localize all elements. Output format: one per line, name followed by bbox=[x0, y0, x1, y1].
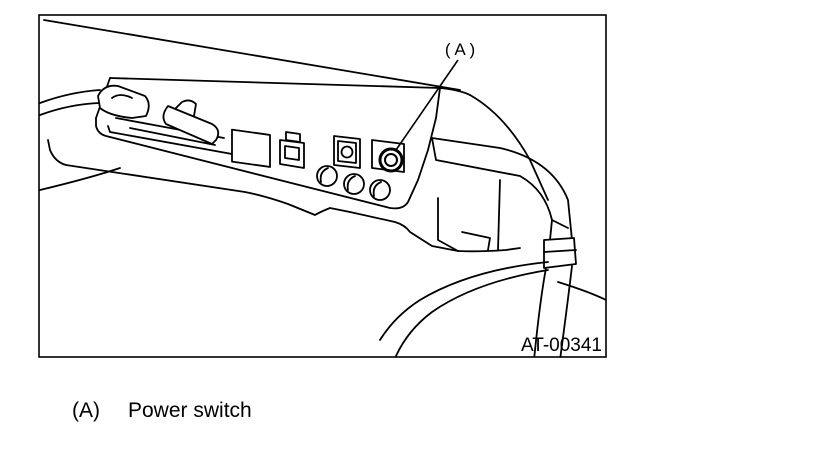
connector-lever bbox=[162, 99, 220, 145]
modular-jack bbox=[279, 131, 305, 169]
legend-key: (A) bbox=[72, 399, 100, 422]
mounting-strap bbox=[431, 137, 573, 241]
rectangular-port bbox=[231, 128, 271, 168]
power-switch bbox=[371, 139, 405, 173]
figure-code: AT-00341 bbox=[521, 335, 602, 356]
floor-line bbox=[557, 281, 606, 301]
control-unit-housing bbox=[47, 77, 549, 253]
legend-text: Power switch bbox=[128, 399, 252, 422]
callout-a: ( A ) bbox=[395, 40, 475, 151]
round-jacks bbox=[316, 165, 391, 201]
coax-jack bbox=[333, 135, 361, 169]
diagram-frame bbox=[38, 14, 607, 358]
strap-clamp bbox=[543, 237, 577, 269]
dashboard-panel bbox=[39, 19, 461, 191]
cable-left bbox=[39, 89, 101, 116]
cable-bundle bbox=[379, 261, 573, 357]
callout-label: ( A ) bbox=[445, 40, 475, 59]
